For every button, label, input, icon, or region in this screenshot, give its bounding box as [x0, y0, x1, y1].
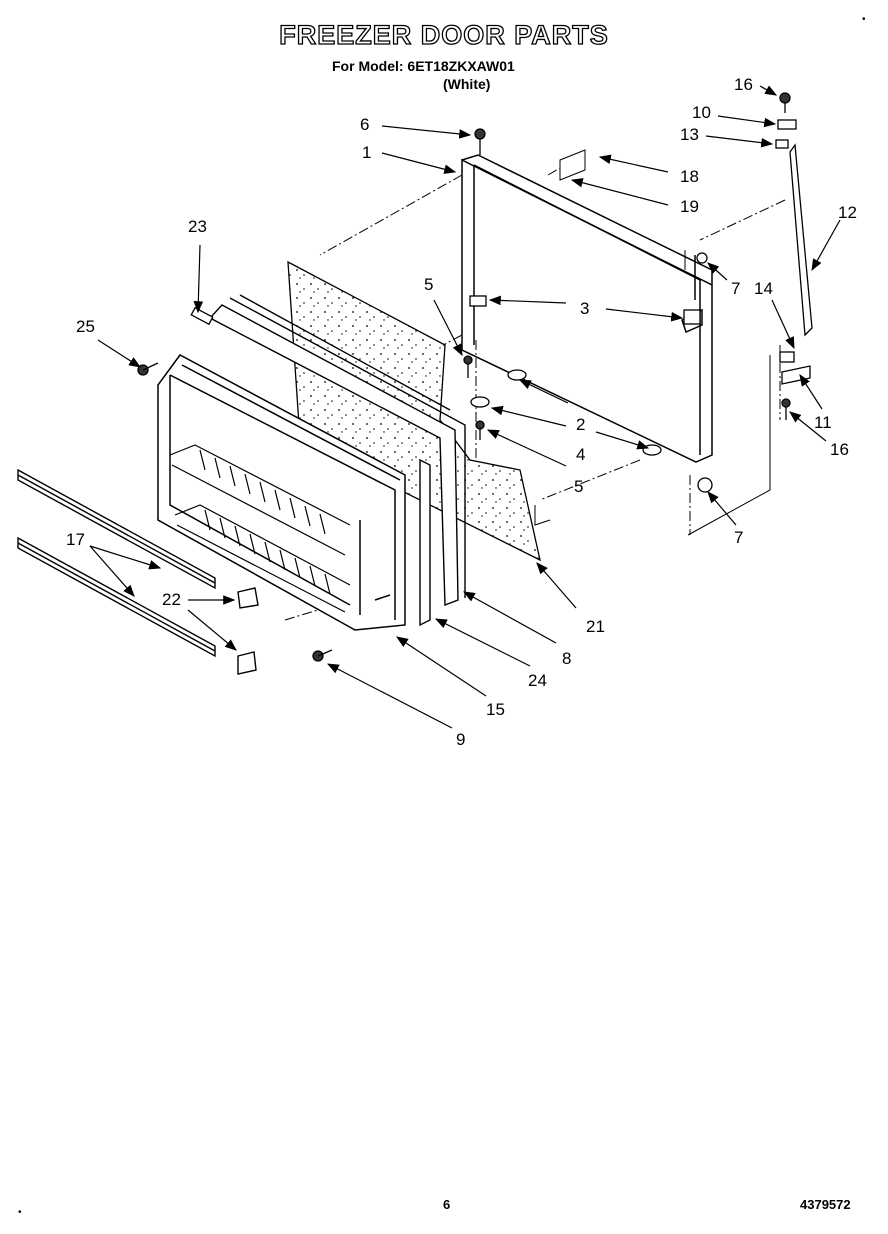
callout-23: 23 [188, 217, 207, 236]
callout-16-top: 16 [734, 75, 753, 94]
callout-5-top: 5 [424, 275, 433, 294]
color-line: (White) [443, 76, 491, 92]
callout-9: 9 [456, 730, 465, 749]
callout-1: 1 [362, 143, 371, 162]
callout-24: 24 [528, 671, 547, 690]
callout-14: 14 [754, 279, 773, 298]
corner-mark: • [862, 14, 866, 25]
callout-7-bottom: 7 [734, 528, 743, 547]
callout-labels: 6 1 18 19 16 10 13 12 7 14 3 5 2 4 5 11 … [66, 75, 857, 749]
callout-3: 3 [580, 299, 589, 318]
callout-18: 18 [680, 167, 699, 186]
callout-8: 8 [562, 649, 571, 668]
callout-13: 13 [680, 125, 699, 144]
door-gasket [208, 294, 466, 627]
model-line: For Model: 6ET18ZKXAW01 [332, 58, 515, 74]
callout-22: 22 [162, 590, 181, 609]
page-number: 6 [443, 1197, 451, 1212]
callout-12: 12 [838, 203, 857, 222]
hardware-parts [137, 92, 813, 662]
inner-door-liner [157, 354, 406, 631]
callout-15: 15 [486, 700, 505, 719]
corner-mark: • [18, 1207, 22, 1218]
callout-21: 21 [586, 617, 605, 636]
document-number: 4379572 [800, 1197, 851, 1212]
callout-6: 6 [360, 115, 369, 134]
callout-25: 25 [76, 317, 95, 336]
callout-7-top: 7 [731, 279, 740, 298]
callout-2: 2 [576, 415, 585, 434]
callout-4: 4 [576, 445, 585, 464]
callout-19: 19 [680, 197, 699, 216]
callout-5-bottom: 5 [574, 477, 583, 496]
page-title: FREEZER DOOR PARTS [279, 19, 609, 50]
door-rails [17, 468, 216, 658]
callout-leader-lines [89, 85, 841, 729]
liner-shelf-ribs [169, 444, 351, 613]
bracket-outlines [534, 149, 771, 536]
callout-11: 11 [814, 413, 832, 432]
rail-end-caps [237, 587, 259, 675]
callout-16-bottom: 16 [830, 440, 849, 459]
callout-17: 17 [66, 530, 85, 549]
callout-10: 10 [692, 103, 711, 122]
